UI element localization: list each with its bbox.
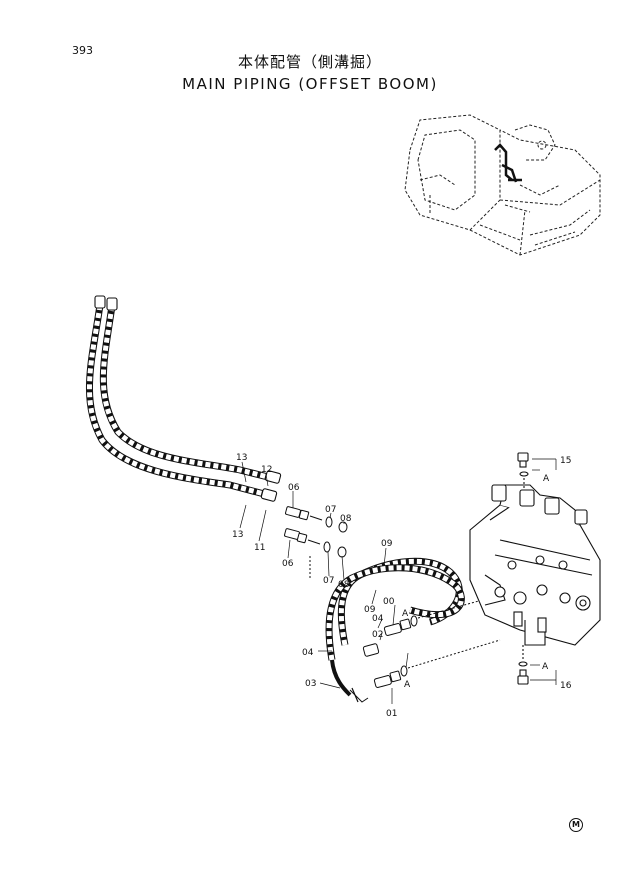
page-number: 393	[72, 44, 93, 57]
adapter-fittings-group	[284, 506, 348, 578]
callout-09: 09	[364, 605, 376, 615]
callout-08: 08	[338, 580, 350, 590]
callout-06: 06	[288, 483, 300, 493]
callout-07: 07	[323, 576, 334, 586]
lower-fittings-group	[349, 594, 501, 703]
callout-08: 08	[340, 514, 352, 524]
diagram-title-japanese: 本体配管（側溝掘）	[237, 53, 382, 71]
callout-16: 16	[560, 681, 572, 691]
callout-02: 02	[372, 630, 383, 640]
callout-A: A	[543, 474, 550, 484]
diagram-title-english: MAIN PIPING (OFFSET BOOM)	[182, 75, 438, 93]
callout-15: 15	[560, 456, 571, 466]
callout-00: 00	[383, 597, 395, 607]
callout-07: 07	[325, 505, 336, 515]
callout-11: 11	[254, 543, 265, 553]
callout-leader-lines	[239, 458, 557, 704]
callout-06: 06	[282, 559, 294, 569]
callout-13: 13	[236, 453, 247, 463]
excavator-location-thumbnail	[404, 114, 601, 256]
long-hose-pair	[85, 295, 282, 502]
callout-04: 04	[372, 614, 384, 624]
callout-A: A	[402, 609, 409, 619]
callout-A: A	[542, 662, 549, 672]
highlighted-pipe-location	[494, 143, 522, 183]
callout-labels: 13 12 06 07 08 13 11 06 07 08 09 09 00 A…	[232, 453, 572, 719]
callout-03: 03	[305, 679, 316, 689]
callout-04: 04	[302, 648, 314, 658]
control-valve-assembly	[469, 452, 601, 685]
middle-hose-loop	[325, 557, 465, 703]
callout-12: 12	[261, 465, 272, 475]
callout-09: 09	[381, 539, 393, 549]
callout-13: 13	[232, 530, 243, 540]
callout-A: A	[404, 680, 411, 690]
callout-01: 01	[386, 709, 397, 719]
maker-mark-icon: M	[569, 818, 583, 832]
